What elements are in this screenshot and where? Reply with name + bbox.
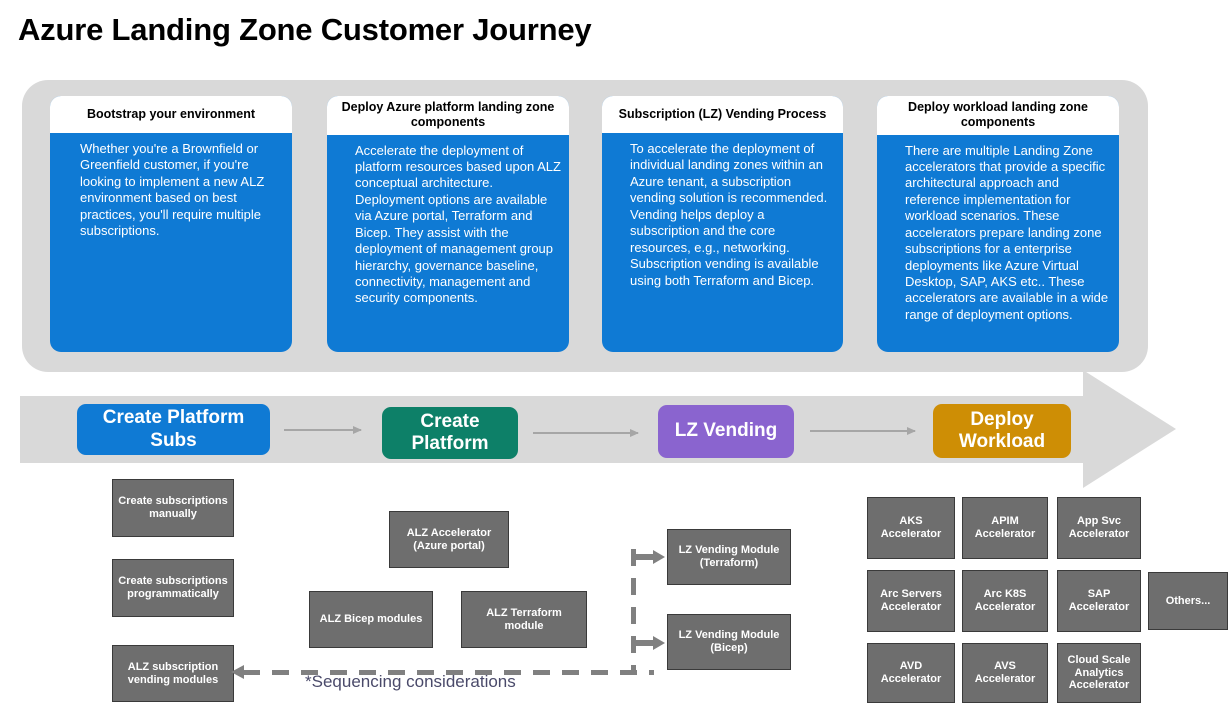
box-aks-accelerator[interactable]: AKS Accelerator: [867, 497, 955, 559]
box-alz-terraform-module[interactable]: ALZ Terraform module: [461, 591, 587, 648]
card-deploy-platform[interactable]: Deploy Azure platform landing zone compo…: [327, 96, 569, 352]
box-avs-accelerator[interactable]: AVS Accelerator: [962, 643, 1048, 703]
card-bootstrap-body: Whether you're a Brownfield or Greenfiel…: [80, 141, 265, 239]
card-deploy-workload-body: There are multiple Landing Zone accelera…: [905, 142, 1109, 322]
arrow-icon-stage2-to-stage3: [533, 428, 639, 437]
box-others[interactable]: Others...: [1148, 572, 1228, 630]
box-arc-servers-accelerator[interactable]: Arc Servers Accelerator: [867, 570, 955, 632]
dashed-sequencing-connector: [243, 670, 654, 675]
box-create-subscriptions-programmatically[interactable]: Create subscriptions programmatically: [112, 559, 234, 617]
box-alz-bicep-modules[interactable]: ALZ Bicep modules: [309, 591, 433, 648]
box-sap-accelerator[interactable]: SAP Accelerator: [1057, 570, 1141, 632]
stage-lz-vending[interactable]: LZ Vending: [658, 405, 794, 458]
arrow-icon-stage1-to-stage2: [284, 425, 362, 434]
card-deploy-workload[interactable]: Deploy workload landing zone components …: [877, 96, 1119, 352]
box-cloud-scale-analytics-accelerator[interactable]: Cloud Scale Analytics Accelerator: [1057, 643, 1141, 703]
arrow-icon-to-lz-vending-module-terraform: [636, 550, 665, 564]
card-subscription-vending[interactable]: Subscription (LZ) Vending Process To acc…: [602, 96, 843, 352]
box-lz-vending-module-bicep[interactable]: LZ Vending Module (Bicep): [667, 614, 791, 670]
arrow-icon-stage3-to-stage4: [810, 426, 916, 435]
card-bootstrap-title: Bootstrap your environment: [50, 96, 292, 133]
page-title: Azure Landing Zone Customer Journey: [18, 12, 592, 47]
box-arc-k8s-accelerator[interactable]: Arc K8S Accelerator: [962, 570, 1048, 632]
card-deploy-platform-title: Deploy Azure platform landing zone compo…: [327, 96, 569, 135]
stage-deploy-workload[interactable]: Deploy Workload: [933, 404, 1071, 458]
sequencing-considerations-label: *Sequencing considerations: [305, 672, 516, 691]
process-band-arrowhead-icon: [1083, 370, 1176, 488]
card-subscription-vending-title: Subscription (LZ) Vending Process: [602, 96, 843, 133]
card-subscription-vending-body: To accelerate the deployment of individu…: [630, 141, 828, 288]
arrow-icon-to-lz-vending-module-bicep: [636, 636, 665, 650]
stage-create-platform-subs[interactable]: Create Platform Subs: [77, 404, 270, 455]
box-apim-accelerator[interactable]: APIM Accelerator: [962, 497, 1048, 559]
stage-create-platform[interactable]: Create Platform: [382, 407, 518, 459]
box-app-svc-accelerator[interactable]: App Svc Accelerator: [1057, 497, 1141, 559]
card-deploy-platform-body: Accelerate the deployment of platform re…: [355, 142, 561, 306]
box-avd-accelerator[interactable]: AVD Accelerator: [867, 643, 955, 703]
arrowhead-icon-sequencing: [231, 665, 244, 679]
box-alz-subscription-vending-modules[interactable]: ALZ subscription vending modules: [112, 645, 234, 702]
card-bootstrap[interactable]: Bootstrap your environment Whether you'r…: [50, 96, 292, 352]
card-deploy-workload-title: Deploy workload landing zone components: [877, 96, 1119, 135]
box-lz-vending-module-terraform[interactable]: LZ Vending Module (Terraform): [667, 529, 791, 585]
dashed-vertical-connector: [631, 549, 636, 673]
box-create-subscriptions-manually[interactable]: Create subscriptions manually: [112, 479, 234, 537]
box-alz-accelerator-azure-portal[interactable]: ALZ Accelerator (Azure portal): [389, 511, 509, 568]
